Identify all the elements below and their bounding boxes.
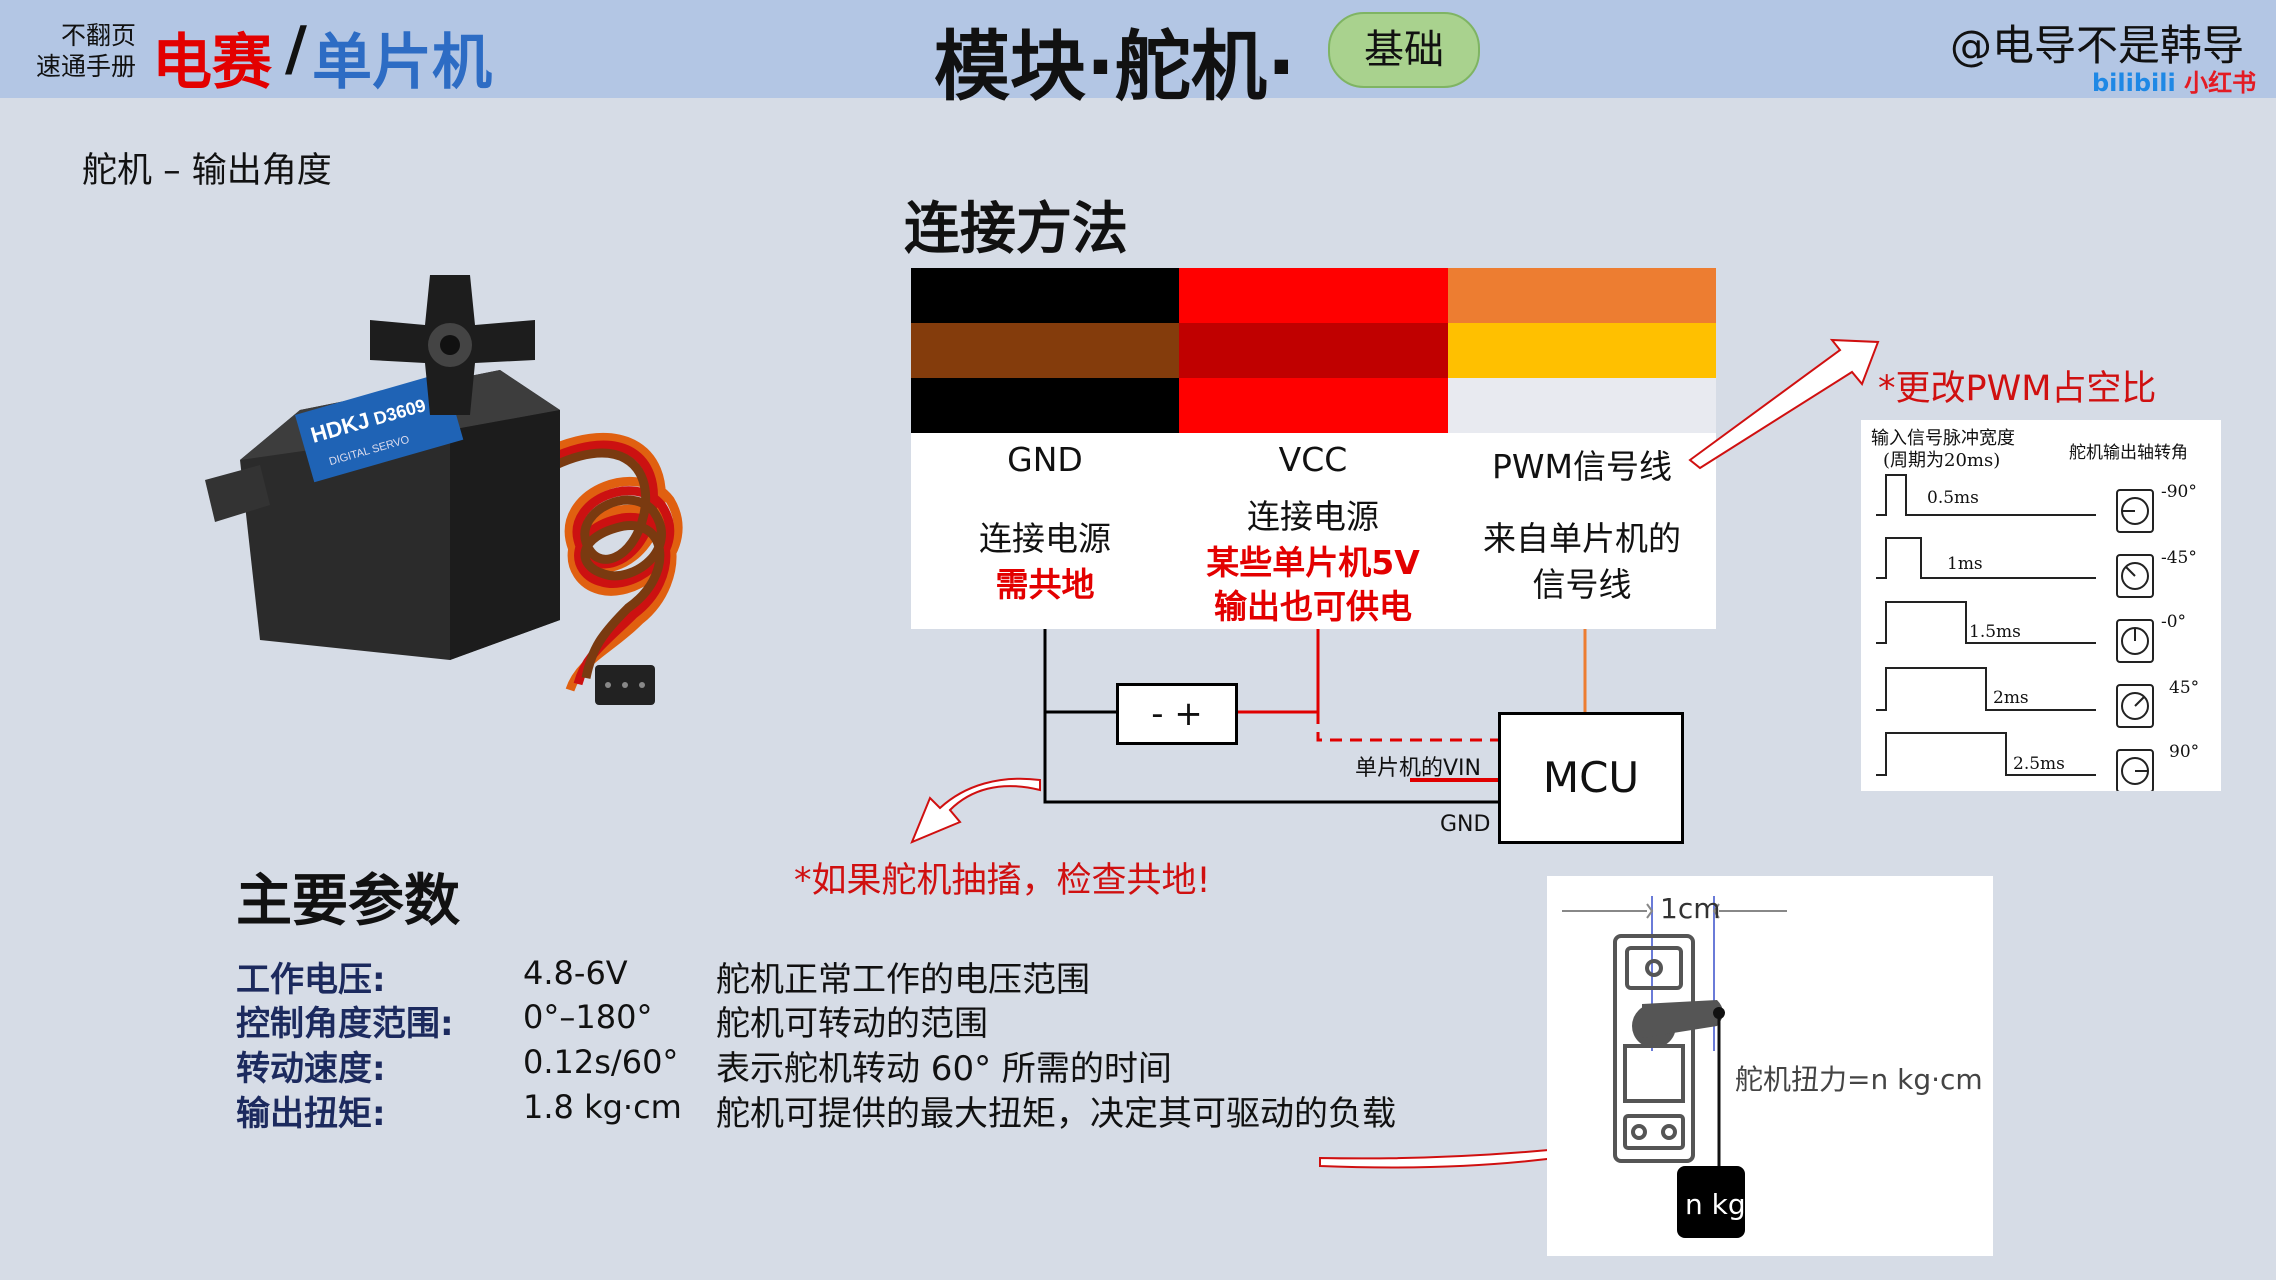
section-title: 舵机 – 输出角度 [82,151,332,191]
gnd-wire-warning: 需共地 [995,565,1095,604]
gnd-wire-name: GND [1007,440,1083,479]
angle-label-0: -90° [2161,482,2197,502]
servo-mount-left [205,465,270,522]
pwm-chart-header-left-2: (周期为20ms) [1883,450,2001,471]
bilibili-label: bilibili [2092,69,2176,97]
vcc-stripe-3 [1179,378,1448,433]
pwm-chart-header-left-1: 输入信号脉冲宽度 [1871,428,2015,449]
param-desc-voltage: 舵机正常工作的电压范围 [716,960,1090,1000]
param-label-angle: 控制角度范围: [236,1004,454,1044]
pwm-note-arrow [1688,338,1880,470]
pwm-wire-name: PWM信号线 [1491,447,1672,486]
param-value-angle: 0°–180° [523,998,653,1036]
battery: - + [1116,683,1238,745]
angle-label-2: -0° [2161,612,2187,632]
xiaohongshu-label: 小红书 [2184,69,2257,97]
pwm-stripe-1 [1448,268,1716,323]
brand-slash: / [285,14,307,84]
battery-pos-wire [1235,629,1320,714]
vcc-stripe-2 [1179,323,1448,378]
brand-subtitle-line1: 不翻页 [61,21,137,50]
gnd-label: GND [1440,812,1491,837]
torque-drawing [1562,896,1787,1238]
torque-formula: 舵机扭力=n kg·cm [1735,1063,1983,1096]
waveform-1-5ms [1876,601,2096,644]
pwm-stripe-2 [1448,323,1716,378]
servo-cable [527,432,683,692]
vin-dashed-wire [1316,712,1498,742]
param-value-voltage: 4.8-6V [523,954,628,992]
param-label-torque: 输出扭矩: [236,1094,386,1134]
gnd-stripe-3 [911,378,1179,433]
vcc-wire-desc: 连接电源 [1247,497,1379,536]
pwm-waveforms [1876,474,2154,791]
vcc-wire-note1: 某些单片机5V [1206,543,1420,582]
level-badge: 基础 [1328,12,1480,88]
servo-label: HDKJ D3609 DIGITAL SERVO [295,372,464,483]
header-bar [0,0,2276,98]
weight-block [1677,1166,1745,1238]
waveform-1ms [1876,537,2096,579]
servo-outline [1613,934,1695,1163]
angle-label-3: 45° [2169,678,2200,698]
ground-note: *如果舵机抽搐，检查共地! [794,861,1211,901]
pulse-label-1: 1ms [1947,554,1983,574]
param-desc-torque: 舵机可提供的最大扭矩，决定其可驱动的负载 [716,1094,1396,1134]
pulse-label-4: 2.5ms [2013,754,2065,774]
wire-table: GND 连接电源 需共地 VCC 连接电源 某些单片机5V 输出也可供电 PWM… [911,268,1716,629]
angle-label-1: -45° [2161,548,2197,568]
servo-photo: HDKJ D3609 DIGITAL SERVO [205,275,683,705]
connection-title: 连接方法 [904,197,1128,262]
params-title: 主要参数 [236,869,460,934]
torque-dim-label: 1cm [1660,892,1721,925]
gnd-stripe-1 [911,268,1179,323]
waveform-2ms [1876,667,2096,711]
gnd-stripe-2 [911,323,1179,378]
pwm-note: *更改PWM占空比 [1878,369,2157,409]
ground-wire [1043,629,1498,804]
pwm-chart-header-right: 舵机输出轴转角 [2069,443,2188,463]
waveform-2-5ms [1876,732,2096,776]
pwm-wire-desc2: 信号线 [1532,565,1632,604]
param-value-torque: 1.8 kg·cm [523,1088,682,1126]
param-label-speed: 转动速度: [236,1049,386,1089]
vin-label: 单片机的VIN [1355,756,1481,781]
servo-horn [370,275,535,415]
author-platforms: bilibili 小红书 [2092,63,2256,98]
brand-red-text: 电赛 [152,28,272,98]
param-value-speed: 0.12s/60° [523,1043,679,1081]
gnd-wire-desc: 连接电源 [979,519,1111,558]
brand-blue-text: 单片机 [312,28,492,98]
weight-label: n kg [1685,1188,1746,1221]
pwm-angle-chart: 输入信号脉冲宽度 (周期为20ms) 舵机输出轴转角 0.5ms -90° 1m… [1861,420,2221,791]
brand-subtitle-line2: 速通手册 [36,52,137,81]
vcc-stripe-1 [1179,268,1448,323]
ground-note-arrow [910,777,1041,844]
pulse-label-0: 0.5ms [1927,488,1979,508]
vcc-wire-note2: 输出也可供电 [1214,587,1412,626]
pulse-label-3: 2ms [1993,688,2029,708]
angle-label-4: 90° [2169,742,2200,762]
author-handle: @电导不是韩导 [1950,21,2245,70]
pulse-label-2: 1.5ms [1969,622,2021,642]
brand-subtitle: 不翻页 速通手册 [36,20,136,82]
param-desc-angle: 舵机可转动的范围 [716,1004,988,1044]
vcc-wire-name: VCC [1278,440,1348,479]
waveform-0-5ms [1876,474,2096,516]
pwm-wire-desc1: 来自单片机的 [1483,519,1681,558]
param-label-voltage: 工作电压: [236,960,386,1000]
page-title: 模块·舵机· [934,22,1296,111]
param-desc-speed: 表示舵机转动 60° 所需的时间 [716,1049,1172,1089]
torque-illustration: 1cm 舵机扭力=n kg·cm n kg [1547,876,1993,1256]
pwm-stripe-3 [1448,378,1716,433]
mcu-box: MCU [1498,712,1684,844]
